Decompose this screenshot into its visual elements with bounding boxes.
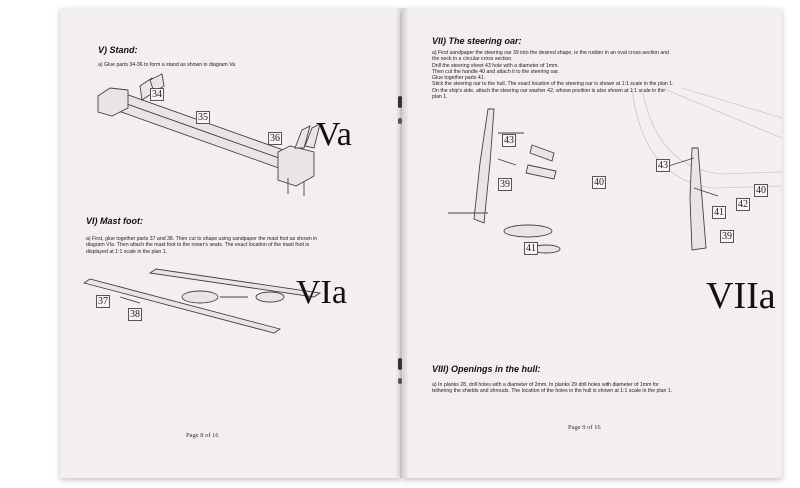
hull-diagram (631, 87, 782, 251)
booklet: V) Stand: a) Glue parts 34-36 to form a … (60, 8, 782, 478)
oar-part-label-41-right: 41 (712, 206, 726, 219)
oar-part-label-43-left: 43 (502, 134, 516, 147)
mast-foot-diagram (82, 268, 322, 334)
oar-part-label-41-left: 41 (524, 242, 538, 255)
mast-foot-heading: VI) Mast foot: (86, 216, 143, 226)
oar-part-label-39-right: 39 (720, 230, 734, 243)
steering-oar-parts-diagram (448, 108, 561, 254)
left-page-footer: Page 8 of 16 (186, 432, 219, 439)
page-right: VII) The steering oar: a) First sandpape… (402, 8, 782, 478)
part-label-35: 35 (196, 111, 210, 124)
stand-diagram (97, 73, 321, 196)
steering-oar-text: a) First sandpaper the steering oar 39 i… (432, 50, 674, 101)
staple-bottom-small (398, 378, 402, 384)
diagram-label-via: VIa (296, 274, 347, 311)
oar-part-label-40-left: 40 (592, 176, 606, 189)
diagram-label-viia: VIIa (706, 275, 776, 317)
diagram-label-va: Va (316, 116, 352, 153)
oar-part-label-42-right: 42 (736, 198, 750, 211)
page-left: V) Stand: a) Glue parts 34-36 to form a … (60, 8, 400, 478)
spine (395, 8, 409, 478)
right-page-footer: Page 9 of 16 (568, 424, 601, 431)
oar-part-label-39-left: 39 (498, 178, 512, 191)
part-label-38: 38 (128, 308, 142, 321)
steering-oar-heading: VII) The steering oar: (432, 36, 522, 46)
stand-text: a) Glue parts 34-36 to form a stand as s… (98, 62, 236, 68)
staple-top (398, 96, 402, 108)
part-label-34: 34 (150, 88, 164, 101)
part-label-37: 37 (96, 295, 110, 308)
staple-bottom (398, 358, 402, 370)
openings-heading: VIII) Openings in the hull: (432, 364, 541, 374)
mast-foot-text: a) First, glue together parts 37 and 38.… (86, 236, 318, 255)
staple-top-small (398, 118, 402, 124)
oar-part-label-40-right: 40 (754, 184, 768, 197)
part-label-36: 36 (268, 132, 282, 145)
stand-heading: V) Stand: (98, 45, 138, 55)
oar-part-label-43-right: 43 (656, 159, 670, 172)
openings-text: a) In planks 28, drill holes with a diam… (432, 382, 673, 395)
